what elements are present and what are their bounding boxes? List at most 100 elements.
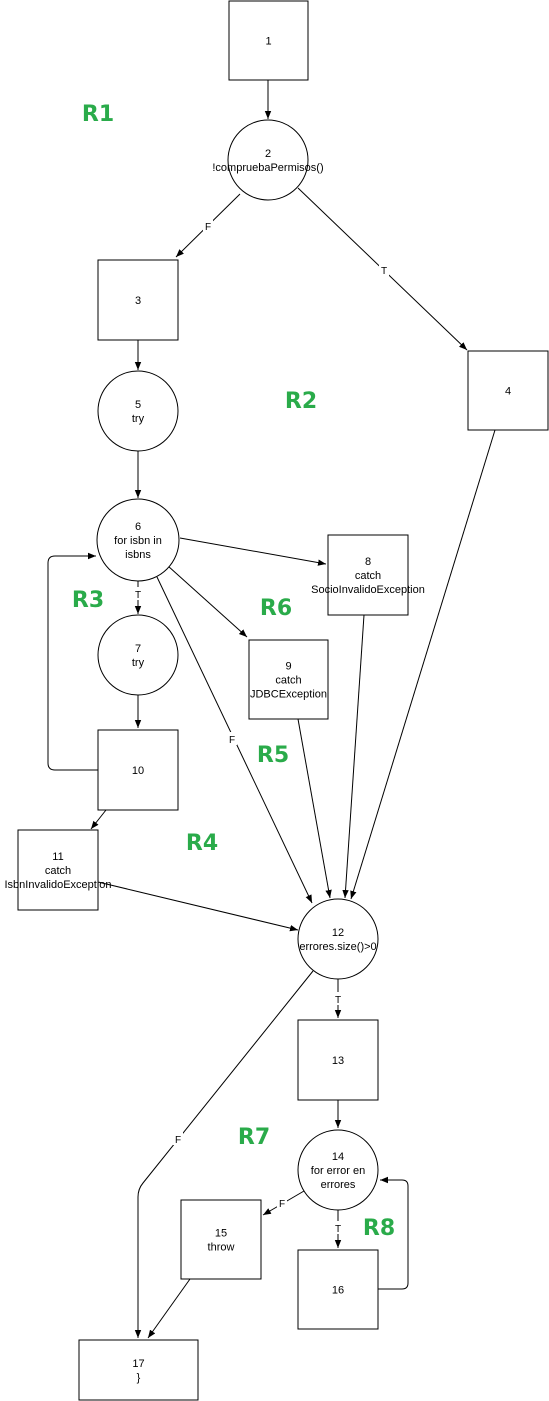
edge-label: T bbox=[335, 995, 341, 1006]
node-16: 16 bbox=[297, 1249, 379, 1330]
node-label: JDBCException bbox=[250, 689, 327, 701]
node-label: 4 bbox=[505, 386, 511, 398]
node-circle bbox=[97, 614, 179, 696]
node-label: 8 bbox=[365, 556, 371, 568]
node-label: SocioInvalidoException bbox=[311, 584, 425, 596]
node-circle bbox=[297, 1129, 379, 1211]
node-label: 12 bbox=[332, 927, 344, 939]
edge-line bbox=[134, 970, 314, 1338]
edge-label-background bbox=[333, 1221, 343, 1234]
edge-n16-n14 bbox=[378, 1176, 409, 1290]
node-label: 2 bbox=[265, 148, 271, 160]
edge-label: T bbox=[135, 590, 141, 601]
node-label: throw bbox=[208, 1242, 235, 1254]
node-label: 3 bbox=[135, 295, 141, 307]
region-label-r4: R4 bbox=[186, 831, 218, 856]
node-label: IsbnInvalidoException bbox=[4, 879, 111, 891]
node-box bbox=[78, 1339, 199, 1401]
edge-label-background bbox=[227, 732, 237, 745]
node-label: 16 bbox=[332, 1285, 344, 1297]
node-1: 1 bbox=[228, 0, 309, 81]
node-box bbox=[97, 259, 179, 341]
region-label-r6: R6 bbox=[260, 596, 292, 621]
edge-n2-n3: F bbox=[175, 193, 241, 258]
edge-line bbox=[297, 718, 332, 899]
node-circle bbox=[96, 498, 180, 582]
node-2: 2 !compruebaPermisos() bbox=[212, 119, 324, 201]
edge-n15-n17 bbox=[147, 1278, 191, 1339]
edge-n9-n12 bbox=[297, 718, 332, 899]
edge-line bbox=[342, 614, 365, 899]
edge-n12-n17: F bbox=[134, 970, 314, 1338]
node-label: 14 bbox=[332, 1151, 344, 1163]
edge-n10-n6 bbox=[47, 552, 98, 771]
node-label: 5 bbox=[135, 399, 141, 411]
node-label: !compruebaPermisos() bbox=[212, 162, 323, 174]
edge-n10-n11 bbox=[90, 809, 107, 830]
edge-n6-n9 bbox=[167, 565, 248, 638]
node-label: errores bbox=[321, 1179, 356, 1191]
edge-label: T bbox=[335, 1224, 341, 1235]
node-label: catch bbox=[275, 675, 301, 687]
node-label: 6 bbox=[135, 521, 141, 533]
node-12: 12 errores.size()>0 bbox=[297, 898, 379, 980]
node-label: for error en bbox=[311, 1165, 365, 1177]
node-box bbox=[248, 639, 329, 720]
edge-label: F bbox=[175, 1135, 181, 1146]
edge-n14-n16: T bbox=[333, 1210, 343, 1248]
node-label: 1 bbox=[265, 36, 271, 48]
node-label: try bbox=[132, 657, 145, 669]
node-label: 11 bbox=[52, 851, 63, 863]
edge-n6-n7: T bbox=[133, 581, 143, 614]
edge-n6-n8 bbox=[179, 537, 327, 566]
edges-layer: F T T F T F F T bbox=[47, 80, 496, 1339]
edge-n4-n12 bbox=[350, 429, 496, 900]
node-7: 7 try bbox=[97, 614, 179, 696]
edge-label-background bbox=[277, 1196, 287, 1209]
edge-line bbox=[90, 809, 107, 830]
region-label-r3: R3 bbox=[72, 588, 104, 613]
node-box bbox=[297, 1019, 379, 1101]
node-label: catch bbox=[45, 865, 71, 877]
edge-line bbox=[179, 537, 327, 566]
node-box bbox=[297, 1249, 379, 1330]
node-box bbox=[97, 729, 179, 811]
region-label-r5: R5 bbox=[257, 743, 289, 768]
edge-line bbox=[378, 1176, 409, 1290]
node-10: 10 bbox=[97, 729, 179, 811]
node-13: 13 bbox=[297, 1019, 379, 1101]
edge-line bbox=[167, 565, 248, 638]
node-label: 7 bbox=[135, 643, 141, 655]
node-box bbox=[467, 350, 549, 431]
node-label: 13 bbox=[332, 1055, 344, 1067]
edge-label-background bbox=[333, 992, 343, 1005]
edge-label: F bbox=[229, 735, 235, 746]
edge-n12-n13: T bbox=[333, 979, 343, 1018]
node-14: 14 for error en errores bbox=[297, 1129, 379, 1211]
node-4: 4 bbox=[467, 350, 549, 431]
edge-line bbox=[97, 881, 299, 932]
edge-line bbox=[47, 552, 98, 771]
edge-label-background bbox=[173, 1132, 183, 1145]
edge-label-background bbox=[203, 219, 213, 232]
edge-label: T bbox=[381, 266, 387, 277]
node-label: 17 bbox=[132, 1358, 144, 1370]
node-box bbox=[327, 534, 409, 616]
edge-label-background bbox=[379, 263, 389, 276]
edge-n14-n15: F bbox=[262, 1190, 305, 1216]
node-box bbox=[180, 1199, 262, 1280]
region-label-r1: R1 bbox=[82, 102, 114, 127]
node-label: for isbn in bbox=[114, 535, 162, 547]
node-circle bbox=[97, 370, 179, 452]
node-label: errores.size()>0 bbox=[299, 941, 376, 953]
node-label: isbns bbox=[125, 549, 151, 561]
node-box bbox=[17, 829, 99, 911]
node-6: 6 for isbn in isbns bbox=[96, 498, 180, 582]
edge-n8-n12 bbox=[342, 614, 365, 899]
region-label-r2: R2 bbox=[285, 389, 317, 414]
